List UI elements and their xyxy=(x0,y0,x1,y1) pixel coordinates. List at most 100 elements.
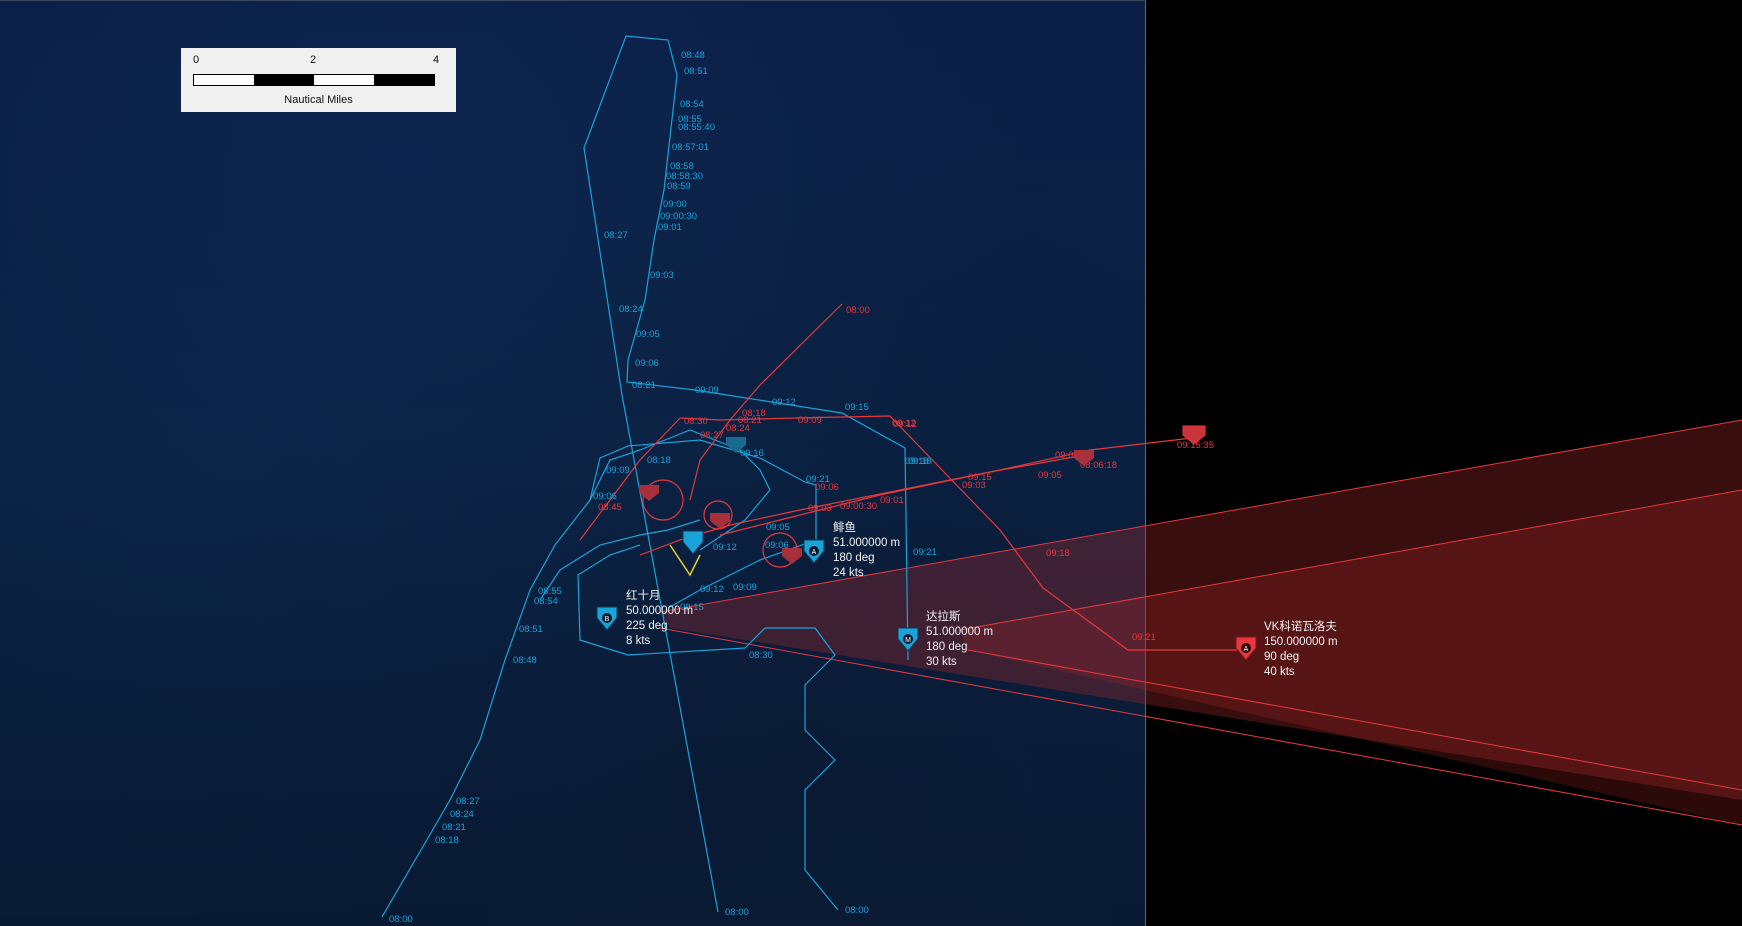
submarine-hostile-icon xyxy=(1074,450,1094,466)
track-label: 09:05 xyxy=(1038,470,1062,481)
track-label: 08:58 xyxy=(670,161,694,172)
track-red-3 xyxy=(719,454,1086,536)
track-label: 09:12 xyxy=(713,542,737,553)
track-label: 09:18 xyxy=(908,456,932,467)
scale-bar: 0 2 4 Nautical Miles xyxy=(181,48,456,112)
track-label: 08:18 xyxy=(647,455,671,466)
submarine-friendly-icon xyxy=(726,437,746,453)
track-label: 08:00 xyxy=(845,905,869,916)
map-boundary-top xyxy=(0,0,1146,1)
vessel-label-jiyu: 鲱鱼 51.000000 m 180 deg 24 kts xyxy=(833,521,900,581)
track-label: 09:09 xyxy=(798,415,822,426)
track-label: 08:27 xyxy=(700,430,724,441)
track-label: 08:18 xyxy=(435,835,459,846)
submarine-friendly-icon[interactable] xyxy=(682,530,704,556)
vessel-label-dalasi: 达拉斯 51.000000 m 180 deg 30 kts xyxy=(926,610,993,670)
track-inner xyxy=(639,429,771,551)
track-red-4 xyxy=(579,417,681,541)
vessel-label-hongshiyue: 红十月 50.000000 m 225 deg 8 kts xyxy=(626,589,693,649)
scale-unit: Nautical Miles xyxy=(284,94,353,106)
detection-edge xyxy=(967,649,1742,791)
track-label: 09:15 xyxy=(845,402,869,413)
red-circle xyxy=(642,479,684,521)
track-red-vk xyxy=(679,415,1245,651)
track-label: 09:06 xyxy=(635,358,659,369)
track-label: 08:21 xyxy=(442,822,466,833)
svg-text:A: A xyxy=(1244,646,1249,653)
map-boundary xyxy=(1145,0,1146,926)
track-label: 08:21 xyxy=(632,380,656,391)
track-label: 08:00 xyxy=(846,305,870,316)
submarine-hostile-icon xyxy=(639,485,659,501)
detection-cone-2 xyxy=(960,490,1742,825)
vessel-speed: 8 kts xyxy=(626,635,651,647)
bearing-marker xyxy=(669,544,701,577)
track-label: 08:24 xyxy=(726,423,750,434)
track-label: 08:51 xyxy=(519,624,543,635)
submarine-hostile-icon xyxy=(1182,425,1206,445)
track-label: 09:01 xyxy=(880,495,904,506)
track-label: 09:00:30 xyxy=(660,211,697,222)
vessel-depth: 50.000000 m xyxy=(626,605,694,617)
red-circle xyxy=(703,500,733,530)
track-label: 09:05 xyxy=(766,522,790,533)
sea-area xyxy=(0,0,1145,926)
vessel-depth: 51.000000 m xyxy=(926,626,994,638)
friendly-track-labels: 08:48 08:51 08:54 08:55 08:55:40 08:57:0… xyxy=(389,50,937,925)
track-label: 08:24 xyxy=(450,809,474,820)
track-label: 08:30 xyxy=(684,416,708,427)
scale-tick-4: 4 xyxy=(433,54,440,66)
hostile-tracks xyxy=(579,303,1245,651)
detection-cone-1 xyxy=(660,420,1742,800)
vessel-depth: 51.000000 m xyxy=(833,537,901,549)
hostile-track-labels: 08:00 08:30 08:18 08:21 08:24 09:09 09:1… xyxy=(598,305,1214,643)
track-label: 09:09 xyxy=(733,582,757,593)
vessel-course: 180 deg xyxy=(926,641,968,653)
track-label: 09:12 xyxy=(772,397,796,408)
vessel-course: 180 deg xyxy=(833,552,875,564)
vessel-name: 达拉斯 xyxy=(926,611,961,623)
track-label: 09:06 xyxy=(815,482,839,493)
vessel-speed: 30 kts xyxy=(926,656,957,668)
track-label: 08:58:30 xyxy=(666,171,703,182)
detection-edge xyxy=(659,627,1742,826)
submarine-friendly-icon[interactable]: A xyxy=(803,539,825,565)
hostile-contacts xyxy=(639,425,1206,564)
track-label: 08:27 xyxy=(456,796,480,807)
submarine-hostile-icon xyxy=(710,513,730,529)
track-label: 08:30 xyxy=(749,650,773,661)
track-south xyxy=(577,544,839,911)
submarine-friendly-icon[interactable]: B xyxy=(596,606,618,632)
track-label: 08:55 xyxy=(678,114,702,125)
submarine-hostile-icon[interactable]: A xyxy=(1235,636,1257,662)
track-label: 09:12 xyxy=(700,584,724,595)
track-label: 08:18 xyxy=(742,408,766,419)
detection-edge xyxy=(659,419,1742,613)
submarine-friendly-icon[interactable]: M xyxy=(897,627,919,653)
submarine-hostile-icon xyxy=(782,548,802,564)
track-label: 09:18 xyxy=(905,456,929,467)
track-label: 08:27 xyxy=(604,230,628,241)
track-label: 09:01 xyxy=(658,222,682,233)
svg-text:B: B xyxy=(605,616,610,623)
track-label: 09:21 xyxy=(806,474,830,485)
vessel-name: 鲱鱼 xyxy=(833,522,856,534)
scale-tick-2: 2 xyxy=(310,54,317,66)
track-label: 08:57:01 xyxy=(672,142,709,153)
track-dallas xyxy=(583,35,909,913)
track-label: 09:15 xyxy=(968,472,992,483)
svg-text:M: M xyxy=(905,637,911,644)
track-label: 08:21 xyxy=(738,415,762,426)
friendly-tracks xyxy=(381,35,909,918)
track-label: 08:51 xyxy=(684,66,708,77)
track-label: 08:55 xyxy=(538,586,562,597)
track-label: 09:21 xyxy=(1132,632,1156,643)
track-label: 08:24 xyxy=(619,304,643,315)
track-label: 08:55:40 xyxy=(678,122,715,133)
track-red-1 xyxy=(689,303,843,501)
vessel-label-vk: VK科诺瓦洛夫 150.000000 m 90 deg 40 kts xyxy=(1264,620,1338,680)
track-label: 09:15 xyxy=(680,602,704,613)
track-label: 09:00:30 xyxy=(840,501,877,512)
